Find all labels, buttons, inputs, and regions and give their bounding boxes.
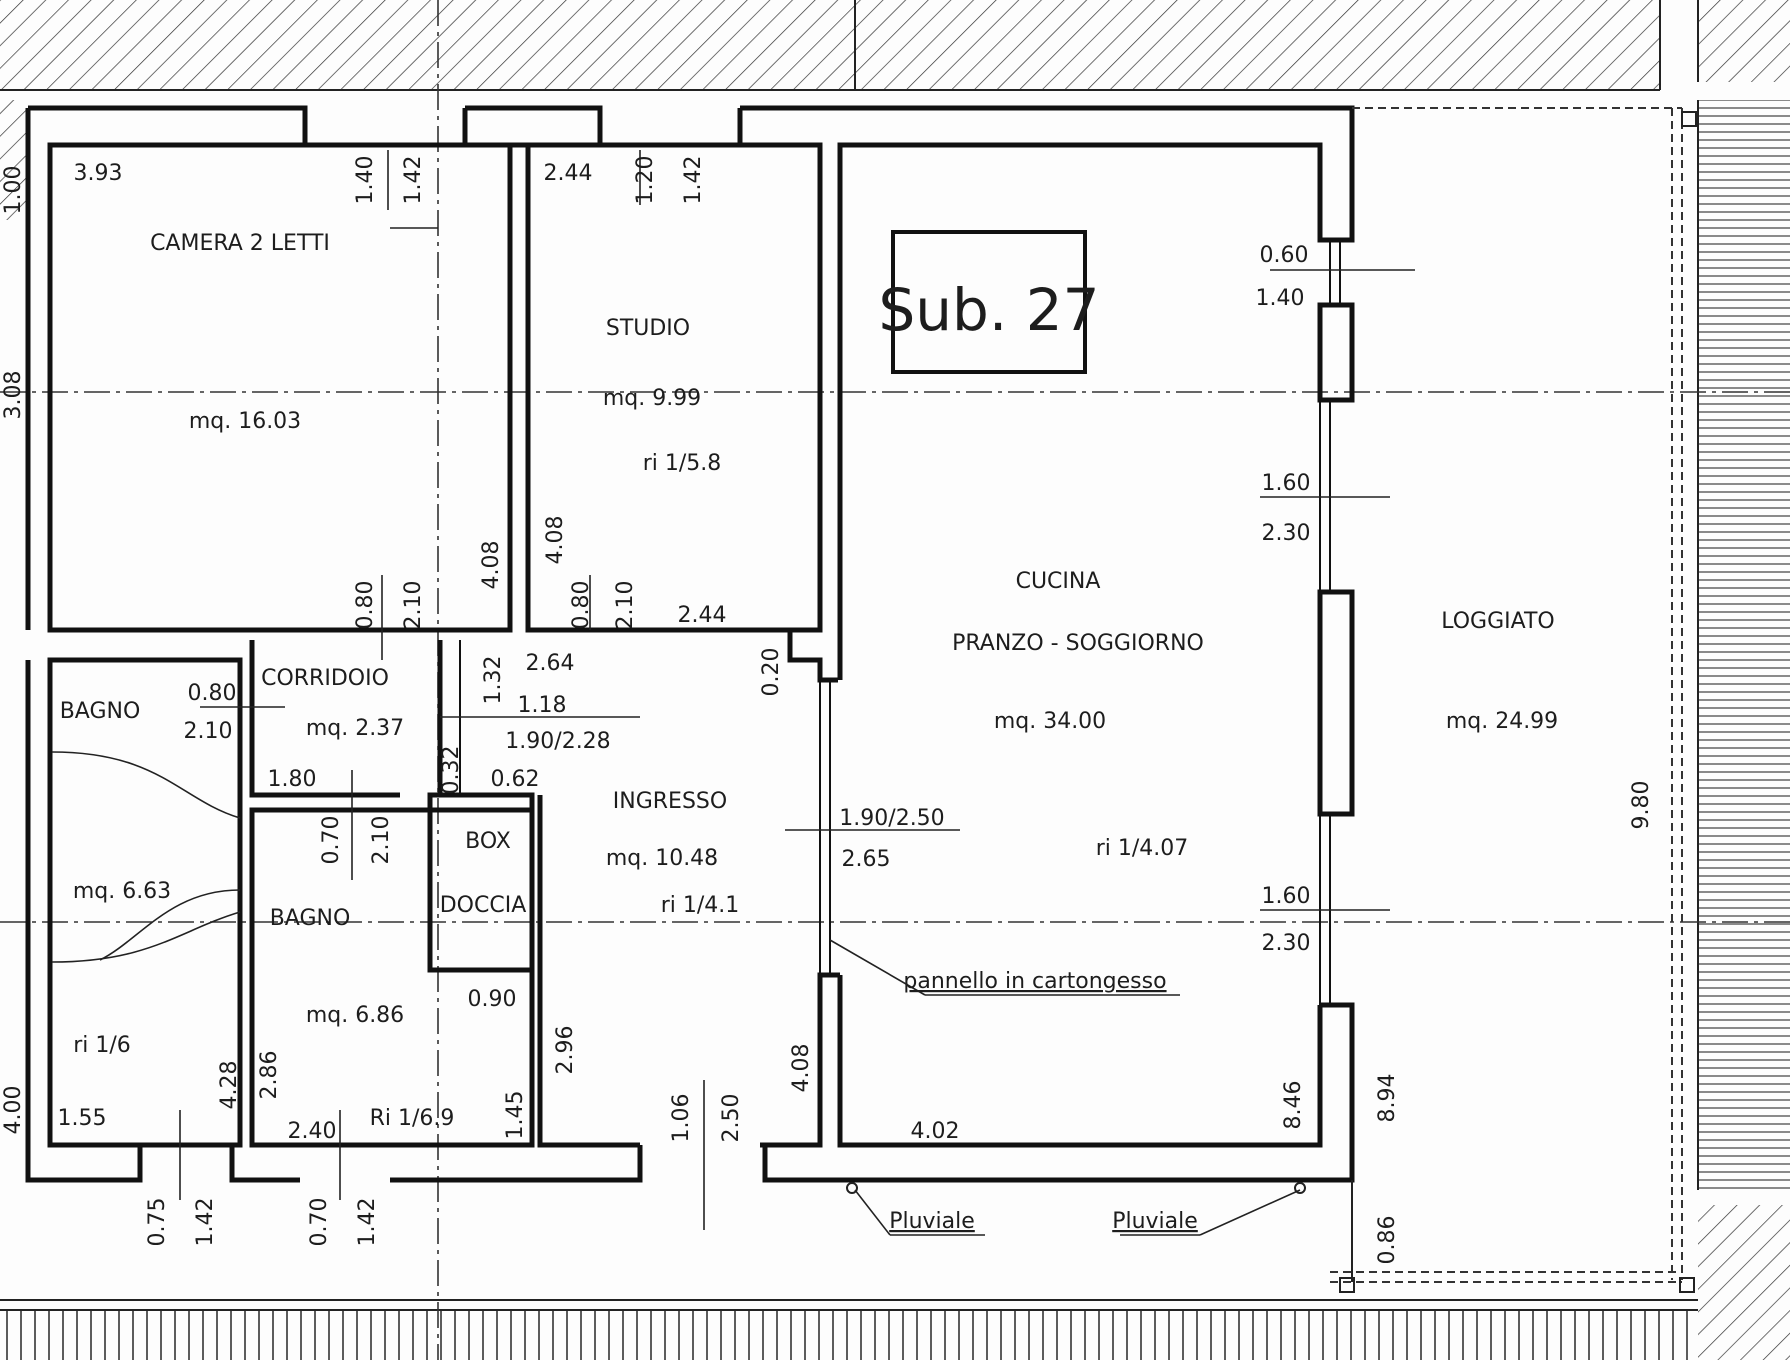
dim-118: 1.18 <box>518 693 567 718</box>
dim-286: 2.86 <box>257 1051 282 1100</box>
cucina-ratio: ri 1/4.07 <box>1096 836 1189 861</box>
wall-bagno-mid <box>249 807 535 1148</box>
studio-name: STUDIO <box>606 316 690 341</box>
dim-402: 4.02 <box>911 1119 960 1144</box>
dim-100: 1.00 <box>1 166 26 215</box>
dim-210-a: 2.10 <box>401 581 426 630</box>
dim-120: 1.20 <box>633 156 658 205</box>
bagno-left-ratio: ri 1/6 <box>73 1033 131 1058</box>
dim-142-a: 1.42 <box>401 156 426 205</box>
bagno-mid-area: mq. 6.86 <box>306 1003 404 1028</box>
camera-area: mq. 16.03 <box>189 409 301 434</box>
dim-160-a: 1.60 <box>1262 471 1311 496</box>
dim-244-b: 2.44 <box>678 603 727 628</box>
dim-060: 0.60 <box>1260 243 1309 268</box>
dim-250: 2.50 <box>719 1094 744 1143</box>
wall-bagno-left <box>47 657 243 1148</box>
dim-210-d: 2.10 <box>369 816 394 865</box>
box-doccia-name2: DOCCIA <box>440 893 527 918</box>
loggiato-area: mq. 24.99 <box>1446 709 1558 734</box>
railing-bottom <box>0 1310 1698 1360</box>
dim-142-b: 1.42 <box>681 156 706 205</box>
dim-400: 4.00 <box>1 1086 26 1135</box>
pluviale-note-1: Pluviale <box>889 1209 975 1234</box>
loggiato-name: LOGGIATO <box>1441 609 1554 634</box>
bagno-mid-ratio: Ri 1/6.9 <box>370 1106 455 1131</box>
ingresso-ratio: ri 1/4.1 <box>661 893 740 918</box>
camera-name: CAMERA 2 LETTI <box>150 231 330 256</box>
dim-080-b: 0.80 <box>569 581 594 630</box>
dim-090: 0.90 <box>468 987 517 1012</box>
ingresso-area: mq. 10.48 <box>606 846 718 871</box>
wall-cucina <box>740 105 1355 680</box>
dim-155: 1.55 <box>58 1106 107 1131</box>
wall-ingresso <box>537 795 640 1148</box>
dim-190-228: 1.90/2.28 <box>505 729 610 754</box>
dim-980: 9.80 <box>1629 781 1654 830</box>
corridoio-area: mq. 2.37 <box>306 716 404 741</box>
dim-180: 1.80 <box>268 767 317 792</box>
dim-296: 2.96 <box>553 1026 578 1075</box>
dim-408-c: 4.08 <box>789 1044 814 1093</box>
dim-230-b: 2.30 <box>1262 931 1311 956</box>
dim-846: 8.46 <box>1281 1081 1306 1130</box>
dim-264: 2.64 <box>526 651 575 676</box>
hatch-top-right <box>1698 0 1790 82</box>
dim-132: 1.32 <box>481 656 506 705</box>
dim-106: 1.06 <box>669 1094 694 1143</box>
dim-210-b: 2.10 <box>613 581 638 630</box>
pluviale-note-2: Pluviale <box>1112 1209 1198 1234</box>
pannello-note: pannello in cartongesso <box>903 969 1166 994</box>
bagno-left-area: mq. 6.63 <box>73 879 171 904</box>
dim-190-250: 1.90/2.50 <box>839 806 944 831</box>
unit-label: Sub. 27 <box>878 276 1099 344</box>
dim-160-b: 1.60 <box>1262 884 1311 909</box>
dim-142-c: 1.42 <box>193 1198 218 1247</box>
bagno-mid-name: BAGNO <box>270 906 351 931</box>
ingresso-name: INGRESSO <box>613 789 727 814</box>
unit-label-box <box>891 230 1087 374</box>
dim-894: 8.94 <box>1375 1074 1400 1123</box>
cucina-area: mq. 34.00 <box>994 709 1106 734</box>
wall-camera <box>47 142 513 633</box>
studio-area: mq. 9.99 <box>603 386 701 411</box>
dim-032: 0.32 <box>439 746 464 795</box>
dim-308: 3.08 <box>1 371 26 420</box>
dim-210-c: 2.10 <box>184 719 233 744</box>
stripe-right <box>1698 100 1790 1190</box>
wall-box-doccia <box>427 792 535 973</box>
dim-142-d: 1.42 <box>355 1198 380 1247</box>
dim-145: 1.45 <box>503 1091 528 1140</box>
dim-086: 0.86 <box>1375 1216 1400 1265</box>
dim-240: 2.40 <box>288 1119 337 1144</box>
dim-062: 0.62 <box>491 767 540 792</box>
hatch-top <box>0 0 1660 90</box>
corridoio-name: CORRIDOIO <box>261 666 389 691</box>
dim-140-a: 1.40 <box>353 156 378 205</box>
dim-408-b: 4.08 <box>543 516 568 565</box>
dim-393: 3.93 <box>74 161 123 186</box>
dim-075: 0.75 <box>145 1198 170 1247</box>
dim-408-a: 4.08 <box>479 541 504 590</box>
bagno-left-name: BAGNO <box>60 699 141 724</box>
dim-230-a: 2.30 <box>1262 521 1311 546</box>
dim-070: 0.70 <box>319 816 344 865</box>
dim-080-c: 0.80 <box>188 681 237 706</box>
dim-080-a: 0.80 <box>353 581 378 630</box>
studio-ratio: ri 1/5.8 <box>643 451 722 476</box>
dim-265: 2.65 <box>842 847 891 872</box>
dim-020: 0.20 <box>759 648 784 697</box>
cucina-name2: PRANZO - SOGGIORNO <box>952 631 1204 656</box>
box-doccia-name: BOX <box>465 829 511 854</box>
dim-428: 4.28 <box>217 1061 242 1110</box>
dim-070-b: 0.70 <box>307 1198 332 1247</box>
hatch-bottom-right <box>1698 1205 1790 1360</box>
cucina-name: CUCINA <box>1016 569 1101 594</box>
dim-140-b: 1.40 <box>1256 286 1305 311</box>
dim-244-a: 2.44 <box>544 161 593 186</box>
